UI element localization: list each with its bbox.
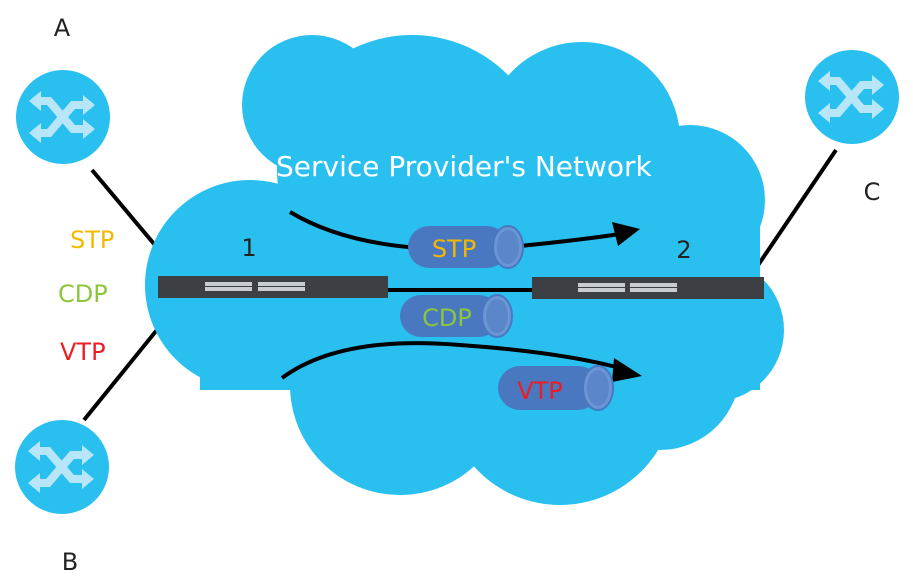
service-provider-cloud	[145, 35, 784, 505]
router-icon	[805, 50, 899, 144]
router-c[interactable]	[805, 50, 899, 144]
cdp-tunnel-label: CDP	[422, 304, 472, 332]
vtp-tunnel-label: VTP	[517, 377, 563, 405]
router-a-label: A	[54, 14, 71, 42]
stp-arrowhead-icon	[612, 222, 640, 246]
switch-2[interactable]	[532, 277, 764, 299]
switch-1[interactable]	[158, 276, 388, 298]
switch-1-label: 1	[241, 234, 256, 262]
router-b[interactable]	[15, 420, 109, 514]
router-b-label: B	[62, 548, 78, 576]
router-c-label: C	[864, 178, 881, 206]
stp-tunnel: STP	[408, 225, 524, 269]
vtp-label: VTP	[60, 338, 106, 366]
router-a[interactable]	[16, 70, 110, 164]
link-c-switch2	[746, 148, 838, 282]
stp-tunnel-label: STP	[432, 235, 476, 263]
switch-2-label: 2	[676, 236, 691, 264]
router-icon	[15, 420, 109, 514]
vtp-arrowhead-icon	[612, 358, 642, 382]
cloud-title: Service Provider's Network	[276, 150, 653, 183]
vtp-path-arrow	[280, 341, 621, 380]
router-icon	[16, 70, 110, 164]
cdp-label: CDP	[58, 280, 108, 308]
cdp-tunnel: CDP	[400, 294, 513, 338]
stp-label: STP	[70, 226, 114, 254]
vtp-tunnel: VTP	[498, 365, 614, 411]
